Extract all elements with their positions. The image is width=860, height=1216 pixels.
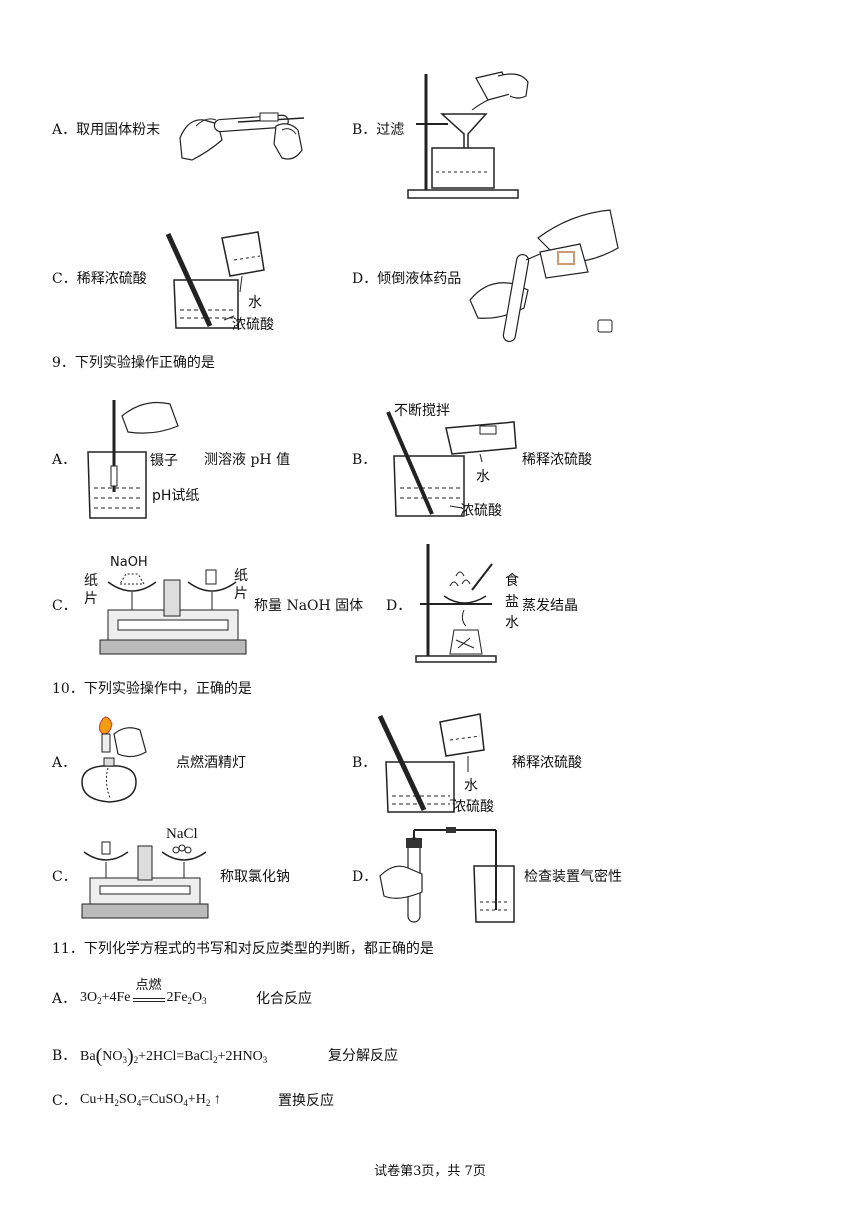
q11-equation-b: Ba(NO3)2+2HCl=BaCl2+2HNO3 (80, 1045, 268, 1067)
fig-label-conc-acid: 浓硫酸 (232, 317, 274, 333)
q8-option-d: D．倾倒液体药品 (352, 270, 461, 288)
balance-naoh-figure (99, 569, 247, 655)
dilute-acid-wrong-figure (165, 231, 265, 329)
q10-option-c-text: 称取氯化钠 (220, 869, 290, 885)
q10-option-c-letter: C． (52, 869, 77, 885)
q10-option-a-letter: A． (52, 755, 77, 771)
ph-paper-figure (87, 400, 179, 519)
fig-label-conc-acid: 浓硫酸 (460, 503, 502, 519)
option-letter: A． (52, 122, 77, 138)
q10-option-d-text: 检查装置气密性 (524, 869, 622, 885)
q10-option-b-text: 稀释浓硫酸 (512, 755, 582, 771)
fig-label-naoh: NaOH (110, 555, 148, 570)
page-footer: 试卷第3页，共 7页 (374, 1164, 486, 1179)
q9-option-c-text: 称量 NaOH 固体 (254, 598, 364, 614)
q9-option-c-letter: C． (52, 598, 77, 614)
option-letter: D． (352, 271, 378, 287)
option-letter: B． (352, 122, 377, 138)
q9-option-b-text: 稀释浓硫酸 (522, 452, 592, 468)
q9-option-a-text: 测溶液 pH 值 (204, 452, 291, 468)
q9-option-d-text: 蒸发结晶 (522, 598, 578, 614)
option-text: 过滤 (376, 122, 405, 138)
fig-label-paper: 纸 (234, 568, 248, 584)
dilute-acid-correct-figure (377, 713, 485, 813)
q9-option-b-letter: B． (352, 452, 377, 468)
powder-tube-figure (179, 112, 305, 161)
fig-label-paper: 纸 (84, 573, 98, 589)
q10-stem: 10．下列实验操作中，正确的是 (52, 681, 252, 697)
option-letter: A． (52, 991, 77, 1007)
fig-label-water: 水 (476, 469, 490, 485)
evaporation-figure (415, 544, 497, 663)
dilute-acid-stir-figure (386, 411, 517, 517)
balance-nacl-figure (81, 841, 209, 919)
q10-option-b-letter: B． (352, 755, 377, 771)
q11-option-a-type: 化合反应 (256, 991, 312, 1007)
fig-label-piece: 片 (234, 586, 248, 602)
q8-option-b: B．过滤 (352, 121, 404, 139)
option-text: 倾倒液体药品 (377, 271, 462, 287)
fig-label-salt: 食 (505, 573, 519, 589)
pour-liquid-figure (469, 209, 619, 343)
q11-option-c-type: 置换反应 (278, 1093, 334, 1109)
q10-option-d-letter: D． (352, 869, 378, 885)
q11-option-b: B． (52, 1047, 76, 1065)
fig-label-ph-paper: pH试纸 (152, 488, 200, 504)
q11-equation-c: Cu+H2SO4=CuSO4+H2 ↑ (80, 1092, 221, 1108)
fig-label-water: 水 (248, 295, 262, 311)
fig-label-nacl: NaCl (166, 826, 198, 842)
q11-option-a: A． (52, 990, 76, 1008)
q11-stem: 11．下列化学方程式的书写和对反应类型的判断，都正确的是 (52, 941, 434, 957)
fig-label-water: 水 (464, 778, 478, 794)
q8-option-a: A．取用固体粉末 (52, 121, 160, 139)
option-letter: C． (52, 271, 77, 287)
fig-label-stir: 不断搅拌 (394, 403, 450, 419)
alcohol-lamp-figure (81, 716, 147, 803)
fig-label-piece: 片 (84, 591, 98, 607)
fig-label-salt: 盐 (505, 594, 519, 610)
q8-option-c: C．稀释浓硫酸 (52, 270, 147, 288)
q9-stem: 9．下列实验操作正确的是 (52, 355, 215, 371)
option-letter: B． (52, 1048, 77, 1064)
reaction-condition: 点燃 (135, 978, 162, 993)
filtration-figure (407, 71, 529, 199)
option-text: 取用固体粉末 (76, 122, 161, 138)
airtightness-figure (379, 827, 515, 923)
fig-label-conc-acid: 浓硫酸 (452, 799, 494, 815)
option-text: 稀释浓硫酸 (76, 271, 147, 287)
q9-option-a-letter: A． (52, 452, 77, 468)
fig-label-water: 水 (505, 615, 519, 631)
option-letter: C． (52, 1093, 77, 1109)
q11-option-b-type: 复分解反应 (328, 1048, 398, 1064)
fig-label-tweezers: 镊子 (150, 453, 178, 469)
q11-option-c: C． (52, 1092, 77, 1110)
q10-option-a-text: 点燃酒精灯 (176, 755, 246, 771)
q9-option-d-letter: D． (386, 598, 412, 614)
